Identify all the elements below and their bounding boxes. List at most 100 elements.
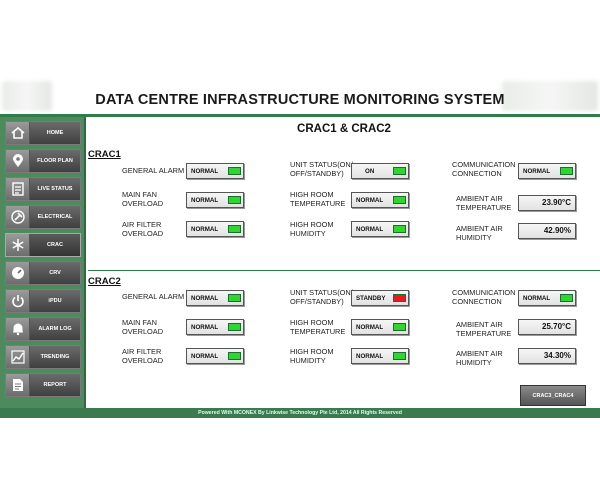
status-text: NORMAL	[191, 167, 219, 175]
trend-chart-icon	[6, 346, 30, 368]
sidebar-item-ipdu[interactable]: iPDU	[5, 289, 81, 313]
label-line: OVERLOAD	[122, 326, 164, 336]
page-title: CRAC1 & CRAC2	[297, 123, 391, 135]
crac1-ambient-temperature-value: 23.90°C	[518, 195, 576, 211]
map-pin-icon	[6, 150, 30, 172]
crac1-high-humidity-status: NORMAL	[351, 221, 409, 237]
power-icon	[6, 290, 30, 312]
label-line: UNIT STATUS(ON/	[290, 288, 353, 297]
home-icon	[6, 122, 30, 144]
label-line: OVERLOAD	[122, 198, 164, 208]
crac2-ambient-temperature-value: 25.70°C	[518, 319, 576, 335]
plug-icon	[6, 206, 30, 228]
status-text: NORMAL	[191, 323, 219, 331]
label-line: AIR FILTER	[122, 220, 162, 229]
label-line: OVERLOAD	[122, 228, 164, 238]
label-line: CONNECTION	[452, 296, 502, 306]
system-title: DATA CENTRE INFRASTRUCTURE MONITORING SY…	[95, 92, 505, 108]
sidebar-nav: HOME FLOOR PLAN LIVE STATUS ELECTRICAL C…	[0, 117, 86, 408]
status-text: NORMAL	[356, 323, 384, 331]
sidebar-item-label: REPORT	[43, 382, 67, 388]
unit-status-label: UNIT STATUS(ON/OFF/STANDBY)	[290, 288, 353, 306]
label-line: CONNECTION	[452, 168, 502, 178]
company-logo-left	[2, 81, 52, 111]
crac3-crac4-button[interactable]: CRAC3_CRAC4	[520, 385, 586, 406]
sidebar-item-trending[interactable]: TRENDING	[5, 345, 81, 369]
label-line: HIGH ROOM	[290, 347, 334, 356]
label-line: COMMUNICATION	[452, 160, 516, 169]
label-line: OFF/STANDBY)	[290, 296, 344, 306]
status-indicator	[228, 323, 241, 331]
sidebar-item-live-status[interactable]: LIVE STATUS	[5, 177, 81, 201]
status-indicator	[228, 352, 241, 360]
sidebar-item-label: LIVE STATUS	[37, 186, 73, 192]
label-line: HUMIDITY	[290, 228, 326, 238]
main-panel: CRAC1 & CRAC2 CRAC1 GENERAL ALARM NORMAL…	[88, 117, 600, 408]
label-line: TEMPERATURE	[456, 328, 512, 338]
status-text: NORMAL	[191, 196, 219, 204]
sidebar-item-crv[interactable]: CRV	[5, 261, 81, 285]
sidebar-item-floor-plan[interactable]: FLOOR PLAN	[5, 149, 81, 173]
status-indicator	[228, 196, 241, 204]
label-line: HIGH ROOM	[290, 220, 334, 229]
status-indicator	[560, 294, 573, 302]
status-text: NORMAL	[356, 225, 384, 233]
label-line: AIR FILTER	[122, 347, 162, 356]
sidebar-item-label: TRENDING	[40, 354, 70, 360]
sidebar-item-label: iPDU	[48, 298, 62, 304]
crac1-general-alarm-status: NORMAL	[186, 163, 244, 179]
sidebar-item-label: FLOOR PLAN	[37, 158, 73, 164]
status-indicator	[393, 294, 406, 302]
status-text: NORMAL	[191, 352, 219, 360]
status-indicator	[228, 167, 241, 175]
label-line: HUMIDITY	[290, 355, 326, 365]
sidebar-item-electrical[interactable]: ELECTRICAL	[5, 205, 81, 229]
label-line: HIGH ROOM	[290, 318, 334, 327]
status-text: NORMAL	[191, 225, 219, 233]
crac1-unit-status: ON	[351, 163, 409, 179]
sidebar-item-label: ALARM LOG	[38, 326, 72, 332]
sidebar-item-home[interactable]: HOME	[5, 121, 81, 145]
label-line: AMBIENT AIR	[456, 224, 503, 233]
label-line: TEMPERATURE	[456, 202, 512, 212]
label-line: OFF/STANDBY)	[290, 168, 344, 178]
label-line: HUMIDITY	[456, 232, 492, 242]
status-indicator	[228, 225, 241, 233]
crac2-unit-status: STANDBY	[351, 290, 409, 306]
sidebar-item-alarm-log[interactable]: ALARM LOG	[5, 317, 81, 341]
app-window: DATA CENTRE INFRASTRUCTURE MONITORING SY…	[0, 78, 600, 420]
snowflake-icon	[6, 234, 30, 256]
status-indicator	[393, 352, 406, 360]
status-indicator	[393, 196, 406, 204]
label-line: MAIN FAN	[122, 190, 157, 199]
status-text: ON	[365, 167, 375, 175]
crac2-section-title: CRAC2	[88, 276, 121, 287]
header-divider	[0, 114, 600, 117]
crac2-general-alarm-status: NORMAL	[186, 290, 244, 306]
footer: Powered With MCONEX By Linkwise Technolo…	[0, 408, 600, 418]
crac1-ambient-humidity-value: 42.90%	[518, 223, 576, 239]
label-line: TEMPERATURE	[290, 326, 346, 336]
crac2-high-temp-status: NORMAL	[351, 319, 409, 335]
unit-status-label: UNIT STATUS(ON/OFF/STANDBY)	[290, 160, 353, 178]
sidebar-item-label: HOME	[46, 130, 64, 136]
status-text: NORMAL	[356, 352, 384, 360]
status-indicator	[393, 167, 406, 175]
company-logo-right	[502, 81, 598, 111]
sidebar-item-crac[interactable]: CRAC	[5, 233, 81, 257]
crac2-high-humidity-status: NORMAL	[351, 348, 409, 364]
sidebar-item-report[interactable]: REPORT	[5, 373, 81, 397]
